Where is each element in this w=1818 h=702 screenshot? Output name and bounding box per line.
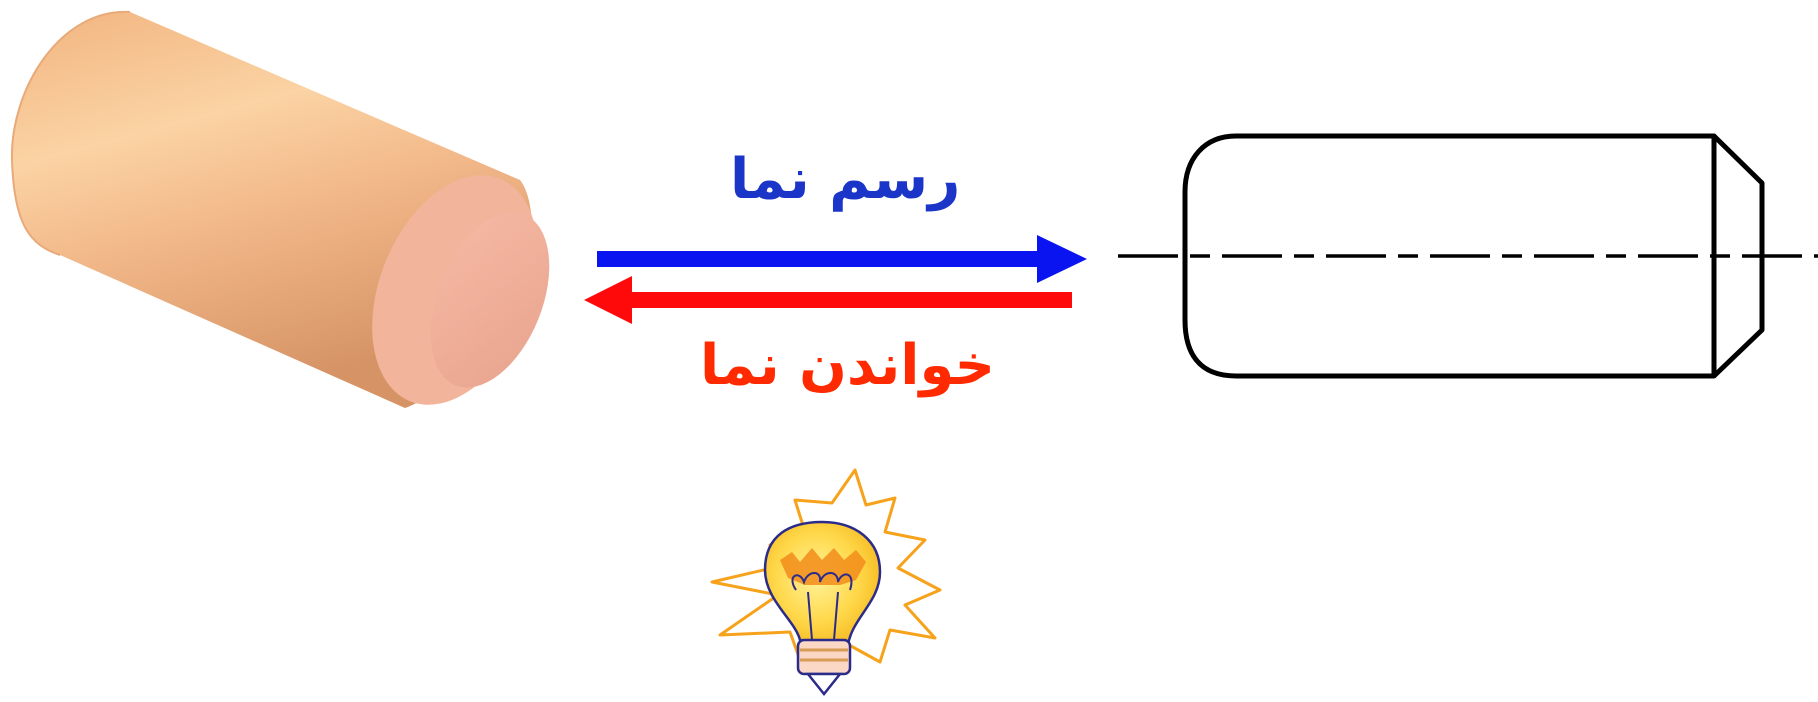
light-bulb-icon [710,468,942,697]
draw-view-label: رسم نما [730,147,961,212]
draw-view-arrow [597,235,1087,283]
read-view-label: خواندن نما [700,333,995,398]
read-view-arrow [584,276,1072,324]
cylinder-3d-icon [10,10,550,409]
orthographic-view-icon [1118,133,1818,379]
